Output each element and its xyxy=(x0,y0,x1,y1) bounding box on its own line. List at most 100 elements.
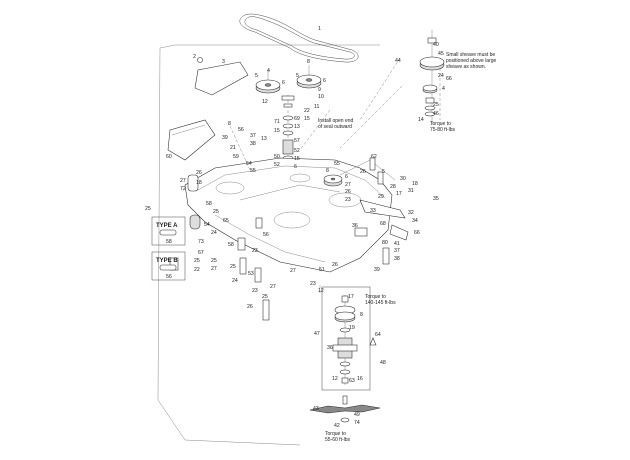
callout: 25 xyxy=(194,258,200,264)
callout: 8 xyxy=(228,121,231,127)
callout: 23 xyxy=(345,197,351,203)
callout: 17 xyxy=(348,294,354,300)
callout: 66 xyxy=(414,230,420,236)
callout: 66 xyxy=(446,76,452,82)
callout: 50 xyxy=(274,154,280,160)
callout: 49 xyxy=(354,412,360,418)
callout: 44 xyxy=(395,58,401,64)
type-b-box: TYPE B 56 xyxy=(151,251,186,281)
callout: 59 xyxy=(233,154,239,160)
note-install-seal: Install open end of seal outward xyxy=(318,118,354,130)
callout: 67 xyxy=(198,250,204,256)
callout: 23 xyxy=(252,288,258,294)
callout: 6 xyxy=(294,164,297,170)
callout: 12 xyxy=(318,288,324,294)
callout: 27 xyxy=(180,178,186,184)
note-small-sheave-3: sheave as shown. xyxy=(446,64,486,70)
gauge-wheel xyxy=(189,214,201,230)
note-small-sheave: Small sheave must be positioned above la… xyxy=(446,52,497,70)
callout: 18 xyxy=(412,181,418,187)
callout: 55 xyxy=(334,161,340,167)
callout: 31 xyxy=(408,188,414,194)
note-install-seal-2: of seal outward xyxy=(318,124,352,130)
callout: 32 xyxy=(408,210,414,216)
callout: 63 xyxy=(349,378,355,384)
callout: 38 xyxy=(250,141,256,147)
type-b-part: 56 xyxy=(166,274,172,280)
note-torque-spindle-1: Torque to xyxy=(365,294,386,300)
assembly-outline xyxy=(157,44,301,446)
callout: 15 xyxy=(304,116,310,122)
note-torque-spindle-2: 140-145 ft-lbs xyxy=(365,300,396,306)
type-b-label: TYPE B xyxy=(156,258,178,264)
mower-blade xyxy=(309,395,381,423)
callout: 8 xyxy=(326,168,329,174)
bolt-2 xyxy=(197,57,203,63)
pulley-left xyxy=(255,79,281,94)
callout: 54 xyxy=(246,161,252,167)
callout: 43 xyxy=(313,406,319,412)
callout: 5 xyxy=(296,73,299,79)
callout: 80 xyxy=(382,240,388,246)
callout: 27 xyxy=(345,182,351,188)
callout: 25 xyxy=(262,294,268,300)
callout: 55 xyxy=(250,168,256,174)
callout: 58 xyxy=(228,242,234,248)
note-torque-blade-1: Torque to xyxy=(325,431,346,437)
callout: 5 xyxy=(255,73,258,79)
callout: 26 xyxy=(360,169,366,175)
callout: 26 xyxy=(332,262,338,268)
callout: 25 xyxy=(433,102,439,108)
callout: 14 xyxy=(418,117,424,123)
type-a-label: TYPE A xyxy=(156,223,178,229)
callout: 25 xyxy=(230,264,236,270)
callout: 36 xyxy=(352,223,358,229)
callout: 37 xyxy=(250,133,256,139)
callout: 12 xyxy=(332,376,338,382)
callout: 72 xyxy=(180,186,186,192)
callout: 60 xyxy=(166,154,172,160)
callout: 6 xyxy=(282,80,285,86)
type-a-part: 58 xyxy=(166,239,172,245)
callout: 51 xyxy=(319,267,325,273)
pulley-deck-right xyxy=(323,174,343,187)
callout: 69 xyxy=(294,116,300,122)
callout: 5 xyxy=(382,169,385,175)
callout: 24 xyxy=(211,230,217,236)
callout: 39 xyxy=(222,135,228,141)
callout: 41 xyxy=(394,241,400,247)
callout: 33 xyxy=(370,208,376,214)
note-torque-blade: Torque to 55-60 ft-lbs xyxy=(325,431,351,443)
callout: 36 xyxy=(327,345,333,351)
callout: 64 xyxy=(375,332,381,338)
type-a-box: TYPE A 58 xyxy=(151,216,186,246)
callout: 24 xyxy=(438,73,444,79)
callout: 71 xyxy=(274,119,280,125)
callout: 22 xyxy=(304,108,310,114)
note-torque-top-1: Torque to xyxy=(430,121,451,127)
note-torque-top-2: 75-80 ft-lbs xyxy=(430,127,456,133)
callout: 23 xyxy=(310,281,316,287)
callout: 46 xyxy=(433,111,439,117)
callout: 56 xyxy=(263,232,269,238)
callout: 23 xyxy=(252,248,258,254)
mower-deck xyxy=(184,157,393,273)
callout: 58 xyxy=(206,201,212,207)
callout: 26 xyxy=(196,170,202,176)
callout: 65 xyxy=(223,218,229,224)
callout: 17 xyxy=(396,191,402,197)
bottom-spindle xyxy=(321,286,377,391)
callout: 74 xyxy=(354,420,360,426)
callout: 52 xyxy=(274,162,280,168)
callout: 52 xyxy=(294,148,300,154)
callout: 38 xyxy=(394,256,400,262)
callout: 26 xyxy=(247,304,253,310)
callout: 56 xyxy=(238,127,244,133)
note-install-seal-1: Install open end xyxy=(318,118,354,124)
callout: 35 xyxy=(433,196,439,202)
callout: 27 xyxy=(270,284,276,290)
callout: 15 xyxy=(294,156,300,162)
callout: 15 xyxy=(274,128,280,134)
callout: 62 xyxy=(371,154,377,160)
callout: 25 xyxy=(213,209,219,215)
